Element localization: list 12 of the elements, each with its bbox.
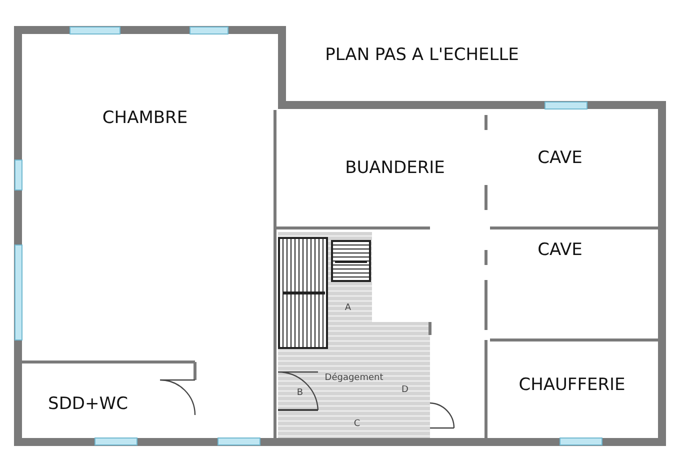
room-label: Dégagement xyxy=(324,373,384,383)
zone-letter: B xyxy=(296,388,304,398)
zone-letter: A xyxy=(344,303,352,313)
zone-letter: C xyxy=(354,419,360,429)
room-label: CAVE xyxy=(538,240,582,260)
room-label: CHAUFFERIE xyxy=(518,375,626,395)
room-label: CHAMBRE xyxy=(102,108,188,128)
zone-letter: D xyxy=(402,385,408,395)
room-label: SDD+WC xyxy=(48,394,128,414)
room-label: BUANDERIE xyxy=(345,158,445,178)
room-label: CAVE xyxy=(538,148,582,168)
plan-title: PLAN PAS A L'ECHELLE xyxy=(325,45,519,65)
